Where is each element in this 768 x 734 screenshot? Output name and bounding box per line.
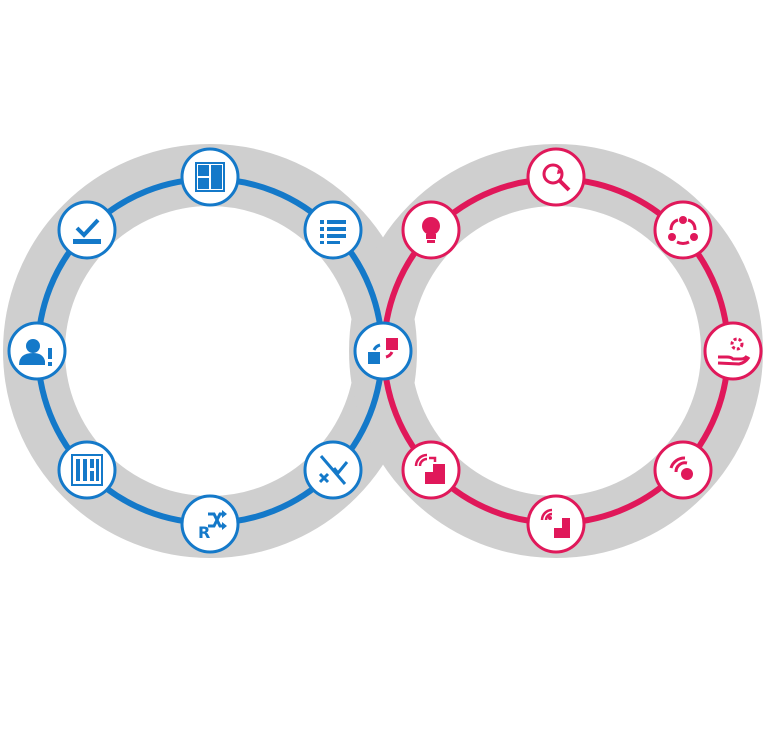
board-icon[interactable] bbox=[57, 440, 117, 500]
approve-icon[interactable] bbox=[57, 200, 117, 260]
signal-dot-icon[interactable] bbox=[653, 440, 713, 500]
integration-icon[interactable] bbox=[353, 321, 413, 381]
team-icon[interactable] bbox=[653, 200, 713, 260]
release-letter: R bbox=[198, 523, 210, 542]
dashboard-icon[interactable] bbox=[180, 147, 240, 207]
idea-bulb-icon[interactable] bbox=[401, 200, 461, 260]
signal-step-icon[interactable] bbox=[526, 494, 586, 554]
release-icon[interactable]: R bbox=[180, 494, 240, 554]
service-hand-icon[interactable] bbox=[703, 321, 763, 381]
signal-stack-icon[interactable] bbox=[401, 440, 461, 500]
test-icon[interactable] bbox=[303, 440, 363, 500]
user-alert-icon[interactable] bbox=[7, 321, 67, 381]
search-refresh-icon[interactable] bbox=[526, 147, 586, 207]
checklist-icon[interactable] bbox=[303, 200, 363, 260]
